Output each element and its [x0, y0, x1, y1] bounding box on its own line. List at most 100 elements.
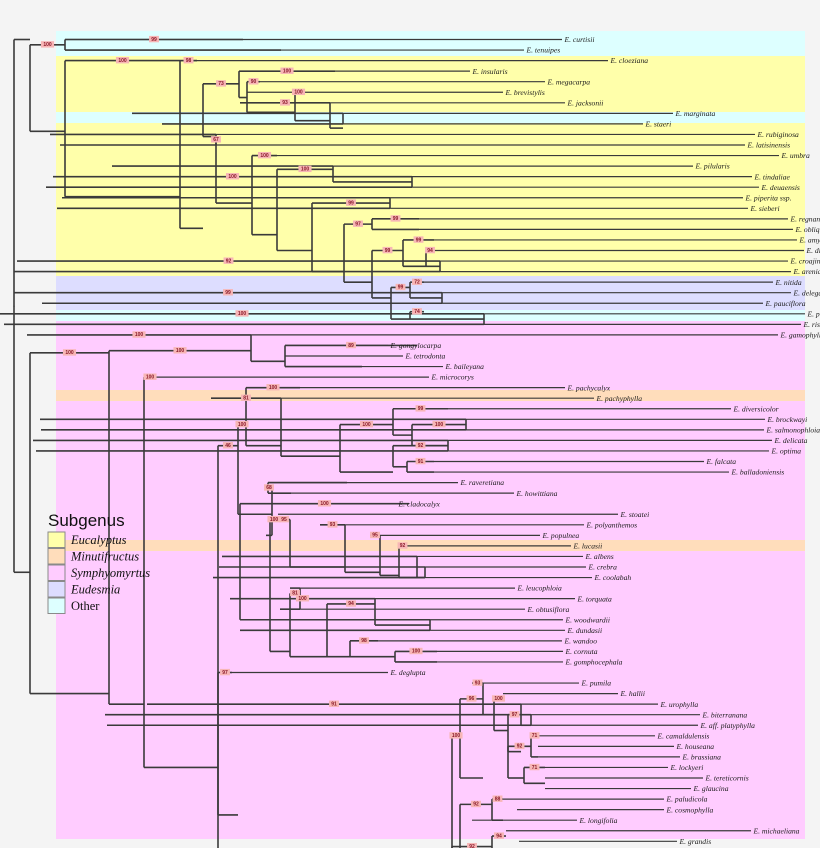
taxon-label: E. curtisii: [564, 35, 595, 44]
legend-item-minutifructus[interactable]: Minutifructus: [47, 548, 139, 565]
bootstrap-support: 71: [529, 732, 540, 739]
subgenus-band-symphyomyrtus-6: [56, 321, 805, 390]
bootstrap-bg: [359, 637, 369, 644]
bootstrap-value: 46: [225, 443, 231, 449]
taxon-label: E. insularis: [472, 67, 508, 76]
subgenus-band-eucalyptus-1: [56, 56, 805, 112]
bootstrap-support: 100: [266, 384, 280, 391]
bootstrap-support: 99: [223, 289, 233, 296]
bootstrap-value: 92: [469, 844, 475, 848]
bootstrap-support: 100: [291, 88, 306, 96]
bootstrap-bg: [359, 420, 374, 428]
taxon-label: E. crebra: [588, 563, 618, 572]
bootstrap-support: 100: [409, 647, 423, 655]
taxon-label: E. falcata: [706, 457, 737, 466]
bootstrap-support: 98: [183, 57, 194, 64]
bootstrap-value: 100: [294, 90, 303, 96]
bootstrap-support: 100: [235, 420, 249, 428]
legend-swatch-other: [47, 597, 66, 614]
bootstrap-support: 81: [241, 394, 251, 402]
taxon-label: E. diversicolor: [733, 404, 779, 413]
bootstrap-value: 100: [362, 422, 371, 428]
bootstrap-bg: [395, 283, 406, 291]
subgenus-band-minutifructus-7: [56, 390, 805, 401]
bootstrap-value: 98: [361, 638, 367, 644]
bootstrap-value: 100: [176, 348, 185, 354]
taxon-label: E. amygdalina: [799, 236, 820, 245]
legend-label-eudesmia: Eudesmia: [70, 583, 120, 597]
legend-item-other[interactable]: Other: [47, 597, 100, 614]
clade-n_delopt: [33, 439, 449, 452]
taxon-label: E. umbra: [781, 151, 810, 160]
bootstrap-support: 97: [509, 711, 520, 718]
bootstrap-support: 99: [413, 236, 424, 243]
bootstrap-bg: [115, 57, 130, 64]
bootstrap-bg: [295, 595, 310, 602]
subgenus-band-other-2: [56, 112, 805, 123]
bootstrap-bg: [298, 165, 312, 173]
bootstrap-support: 94: [425, 246, 435, 254]
taxon-label: E. tindaliae: [754, 172, 791, 181]
bootstrap-bg: [466, 695, 477, 702]
bootstrap-value: 100: [118, 58, 127, 64]
bootstrap-value: 95: [372, 533, 378, 539]
bootstrap-value: 100: [298, 596, 307, 602]
bootstrap-value: 97: [222, 670, 228, 676]
bootstrap-value: 81: [243, 396, 249, 402]
taxon-label: E. albens: [585, 552, 614, 561]
taxon-label: E. balladoniensis: [731, 468, 785, 477]
clade-n_marg: [132, 112, 344, 125]
bootstrap-bg: [241, 394, 251, 401]
taxon-label: E. pulchella: [807, 309, 820, 318]
clade-n_tind_cl: [112, 165, 412, 183]
legend-label-other: Other: [71, 599, 100, 613]
bootstrap-value: 97: [355, 221, 361, 227]
legend-item-symphyomyrtus[interactable]: Symphyomyrtus: [47, 564, 150, 581]
bootstrap-value: 100: [269, 385, 278, 391]
clade-n_wood: [240, 618, 431, 632]
bootstrap-support: 97: [220, 668, 230, 676]
legend-swatch-eucalyptus: [47, 531, 66, 548]
taxon-label: E. urophylla: [660, 700, 699, 709]
taxon-label: E. brassiana: [682, 753, 722, 762]
bootstrap-support: 92: [397, 542, 408, 549]
bootstrap-value: 100: [494, 696, 503, 702]
legend-item-eucalyptus[interactable]: Eucalyptus: [47, 531, 127, 548]
bootstrap-bg: [472, 679, 483, 686]
bootstrap-value: 100: [43, 42, 52, 48]
taxon-label: E. paludicola: [666, 795, 708, 804]
legend-item-eudesmia[interactable]: Eudesmia: [47, 581, 120, 598]
bootstrap-support: 71: [529, 763, 540, 771]
bootstrap-bg: [415, 442, 426, 449]
bootstrap-value: 72: [414, 279, 420, 285]
bootstrap-support: 100: [359, 420, 374, 428]
bootstrap-support: 93: [327, 521, 338, 528]
bootstrap-support: 99: [149, 35, 159, 43]
bootstrap-value: 100: [146, 374, 155, 380]
bootstrap-bg: [415, 405, 426, 412]
bootstrap-value: 68: [266, 485, 272, 491]
bootstrap-bg: [494, 832, 504, 839]
bootstrap-value: 99: [225, 290, 231, 296]
legend-swatch-eudesmia: [47, 581, 66, 598]
bootstrap-support: 100: [280, 67, 294, 74]
bootstrap-bg: [220, 668, 230, 676]
bootstrap-value: 91: [331, 701, 337, 707]
bootstrap-support: 92: [415, 442, 426, 449]
bootstrap-bg: [346, 199, 356, 206]
bootstrap-bg: [509, 711, 520, 718]
bootstrap-value: 74: [414, 309, 420, 315]
bootstrap-bg: [467, 842, 477, 848]
taxon-label: E. delegatensis: [793, 288, 820, 297]
bootstrap-value: 92: [418, 443, 424, 449]
bootstrap-bg: [248, 78, 259, 85]
taxon-label: E. deuaensis: [761, 183, 800, 192]
bootstrap-value: 94: [348, 601, 354, 607]
taxon-label: E. cornuta: [565, 647, 598, 656]
taxon-label: E. salmonophloia: [766, 425, 820, 434]
taxon-label: E. delicata: [774, 436, 808, 445]
taxon-label: E. aff. platyphylla: [700, 721, 756, 730]
bootstrap-bg: [290, 589, 300, 597]
legend: SubgenusEucalyptusMinutifructusSymphyomy…: [47, 511, 150, 614]
